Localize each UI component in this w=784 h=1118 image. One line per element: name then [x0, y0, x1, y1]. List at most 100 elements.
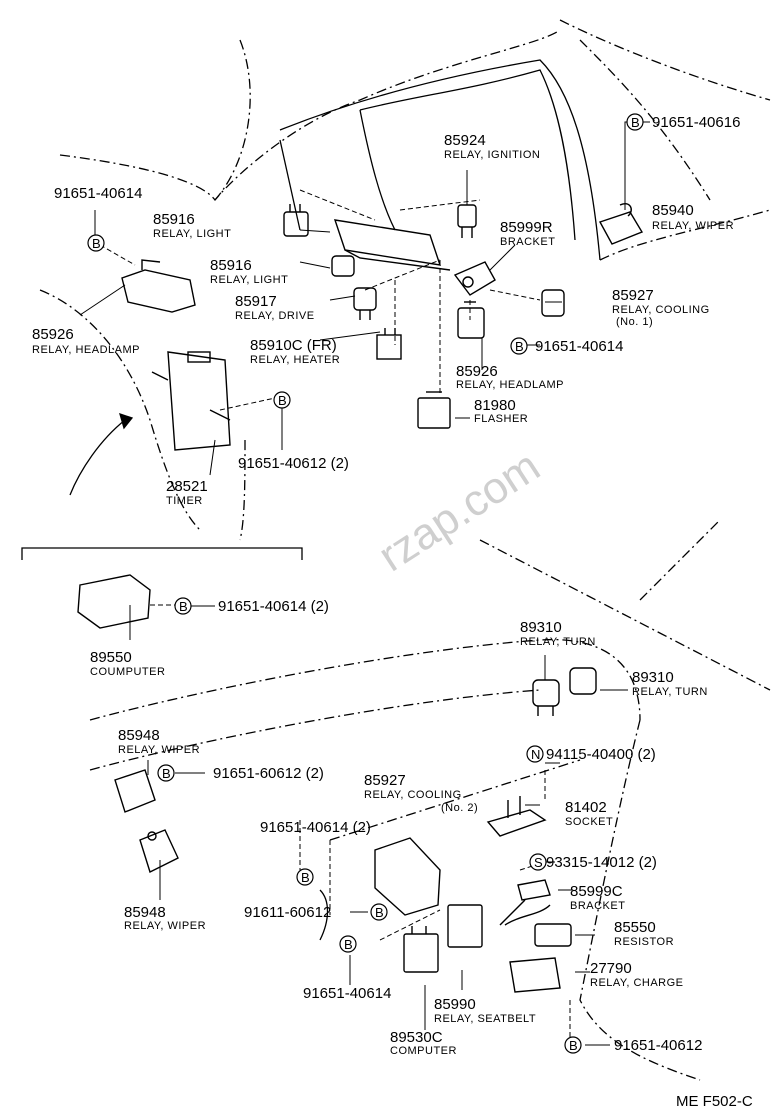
- part-number: 85999R: [500, 219, 553, 236]
- dash-outline-upper: [59, 29, 561, 202]
- part-name: RELAY, COOLING: [612, 304, 710, 316]
- part-number: 85926: [32, 326, 74, 343]
- part-name: FLASHER: [474, 413, 529, 425]
- part-number: 85990: [434, 996, 476, 1013]
- computer-89530c: [403, 926, 439, 973]
- part-number: 85916: [210, 257, 252, 274]
- fastener-b-letter: B: [569, 1038, 578, 1053]
- part-number: 85948: [124, 904, 166, 921]
- part-name: RESISTOR: [614, 936, 675, 948]
- fastener-b-letter: B: [631, 115, 640, 130]
- fastener-b-icon: [87, 234, 105, 252]
- part-name: SOCKET: [565, 816, 614, 828]
- relay-85926b: [121, 259, 196, 313]
- relay-85990: [447, 904, 483, 948]
- part-number: 91611-60612: [244, 904, 332, 921]
- socket-81402: [486, 796, 547, 837]
- fastener-b-letter: B: [278, 393, 287, 408]
- fastener-b-icon: [370, 903, 388, 921]
- part-number: 85948: [118, 727, 160, 744]
- relay-89310b: [569, 667, 597, 695]
- pillar-right: [579, 39, 711, 201]
- bracket-85999c: [499, 879, 551, 926]
- part-number: 85916: [153, 211, 195, 228]
- part-number: 91651-40614: [303, 985, 392, 1002]
- fastener-b-letter: B: [375, 905, 384, 920]
- relay-85948b: [139, 829, 179, 873]
- part-number: 85927: [364, 772, 406, 789]
- part-name: (No. 1): [616, 316, 654, 328]
- part-name: RELAY, TURN: [520, 636, 596, 648]
- part-number: 89310: [520, 619, 562, 636]
- part-number: 89550: [90, 649, 132, 666]
- relay-85926a: [457, 301, 485, 339]
- fastener-b-icon: [339, 935, 357, 953]
- relay-85927b: [374, 837, 441, 916]
- part-number: 94115-40400 (2): [546, 746, 656, 763]
- fastener-s-icon: [529, 853, 547, 871]
- relay-85948a: [114, 769, 156, 813]
- part-number: 85917: [235, 293, 277, 310]
- part-number: 91651-40614: [535, 338, 624, 355]
- part-name: RELAY, HEADLAMP: [456, 379, 564, 391]
- part-number: 85924: [444, 132, 486, 149]
- part-number: 91651-40614 (2): [218, 598, 329, 615]
- part-name: RELAY, HEADLAMP: [32, 344, 140, 356]
- fastener-b-icon: [564, 1036, 582, 1054]
- dash-outline-left: [214, 39, 251, 201]
- page-code: ME F502-C: [676, 1093, 753, 1110]
- part-number: 85999C: [570, 883, 623, 900]
- dashboard-lower-curve: [89, 638, 641, 721]
- part-name: RELAY, WIPER: [124, 920, 207, 932]
- part-number: 91651-40614 (2): [260, 819, 371, 836]
- fastener-b-icon: [510, 337, 528, 355]
- relay-85916a: [283, 204, 309, 237]
- fastener-b-letter: B: [515, 339, 524, 354]
- flasher-81980: [417, 391, 451, 429]
- bracket-center: [333, 219, 451, 271]
- part-name: (No. 2): [441, 802, 479, 814]
- fastener-b-icon: [626, 113, 644, 131]
- part-name: RELAY, WIPER: [118, 744, 201, 756]
- relay-85917: [353, 287, 377, 320]
- part-number: 93315-14012 (2): [546, 854, 657, 871]
- fastener-b-letter: B: [301, 870, 310, 885]
- part-name: RELAY, COOLING: [364, 789, 462, 801]
- fastener-b-icon: [273, 391, 291, 409]
- relay-85916b: [331, 255, 355, 277]
- part-name: RELAY, WIPER: [652, 220, 735, 232]
- part-number: 91651-40616: [652, 114, 741, 131]
- relay-85910c: [376, 328, 402, 360]
- part-name: RELAY, IGNITION: [444, 149, 541, 161]
- resistor-85550: [504, 904, 572, 947]
- part-name: RELAY, LIGHT: [210, 274, 289, 286]
- part-number: 91651-40612 (2): [238, 455, 349, 472]
- relay-85927a: [541, 289, 565, 317]
- fastener-n-icon: [526, 745, 544, 763]
- part-number: 85927: [612, 287, 654, 304]
- part-number: 81980: [474, 397, 516, 414]
- windshield-frame: [279, 59, 601, 261]
- relay-85940: [598, 203, 644, 245]
- fastener-b-icon: [296, 868, 314, 886]
- part-number: 91651-40612: [614, 1037, 703, 1054]
- part-number: 85910C (FR): [250, 337, 337, 354]
- part-name: RELAY, CHARGE: [590, 977, 684, 989]
- part-number: 89310: [632, 669, 674, 686]
- part-name: RELAY, DRIVE: [235, 310, 315, 322]
- fastener-b-icon: [157, 764, 175, 782]
- part-name: RELAY, LIGHT: [153, 228, 232, 240]
- part-name: BRACKET: [500, 236, 556, 248]
- computer-89550: [77, 574, 151, 629]
- timer-28521: [151, 351, 231, 451]
- fastener-n-letter: N: [531, 747, 541, 762]
- part-number: 85940: [652, 202, 694, 219]
- fastener-b-letter: B: [179, 599, 188, 614]
- inset-frame: [21, 547, 303, 560]
- part-name: RELAY, HEATER: [250, 354, 341, 366]
- part-number: 81402: [565, 799, 607, 816]
- part-number: 91651-40614: [54, 185, 143, 202]
- part-name: TIMER: [166, 495, 203, 507]
- pointer-arrow: [69, 419, 126, 496]
